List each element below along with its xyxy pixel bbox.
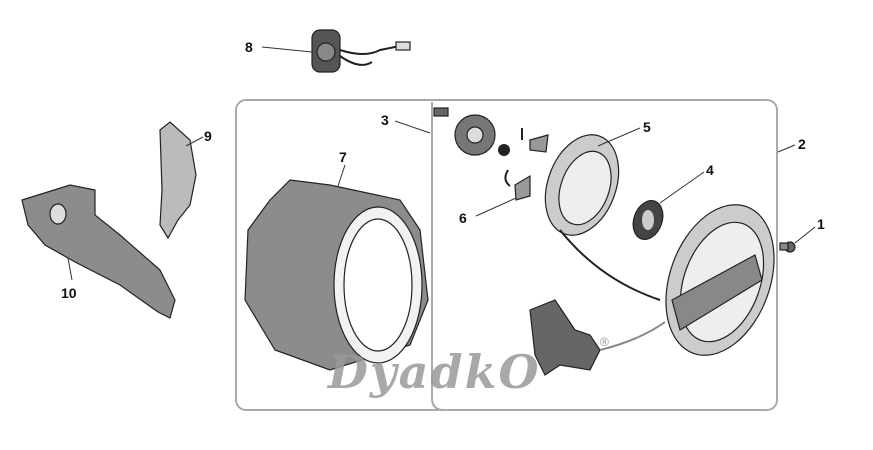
callout-8[interactable]: 8: [245, 39, 253, 55]
part-4-spring[interactable]: [628, 196, 668, 243]
assembly-frame-inner: [431, 102, 445, 411]
callout-3[interactable]: 3: [381, 112, 389, 128]
part-10-duct[interactable]: [21, 184, 176, 319]
part-2-starter-cover[interactable]: [646, 190, 793, 371]
callout-5[interactable]: 5: [643, 119, 651, 135]
part-5-pulley[interactable]: [532, 125, 661, 301]
part-9-shield[interactable]: [159, 121, 197, 240]
watermark-registered-mark: ®: [600, 335, 609, 349]
part-3-pawl-hub[interactable]: [433, 107, 510, 156]
callout-4[interactable]: 4: [706, 162, 714, 178]
callout-6[interactable]: 6: [459, 210, 467, 226]
callout-2[interactable]: 2: [798, 136, 806, 152]
callout-1[interactable]: 1: [817, 216, 825, 232]
callout-10[interactable]: 10: [61, 285, 77, 301]
leader-lines: [67, 46, 816, 281]
watermark: DyadkO: [326, 345, 541, 399]
callout-7[interactable]: 7: [339, 149, 347, 165]
callout-9[interactable]: 9: [204, 128, 212, 144]
assembly-frame-outer: [235, 99, 778, 411]
starter-handle[interactable]: [529, 299, 666, 376]
part-7-fan-housing[interactable]: [244, 179, 429, 371]
part-6-pawls[interactable]: [504, 128, 549, 201]
part-8-switch[interactable]: [311, 29, 411, 73]
part-1-bolt[interactable]: [779, 241, 796, 253]
